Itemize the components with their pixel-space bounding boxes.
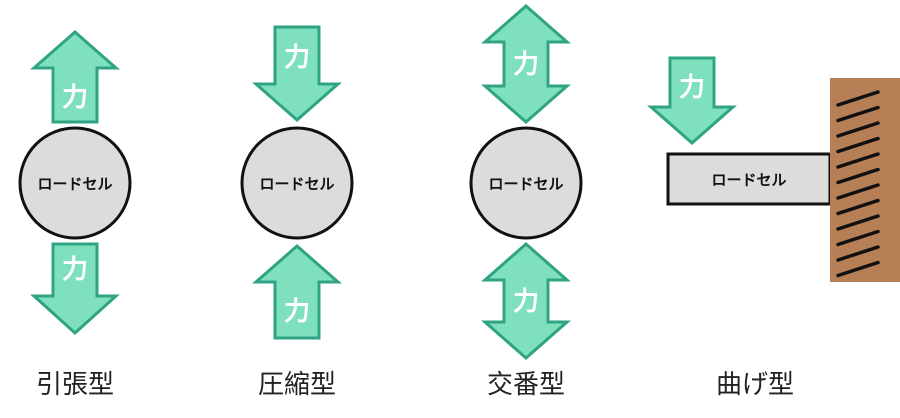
hatch-line	[836, 167, 880, 185]
hatch-line	[836, 198, 880, 216]
loadcell-label: ロードセル	[488, 175, 563, 193]
hatch-line	[836, 121, 880, 138]
hatch-line	[836, 245, 880, 262]
force-label: 力	[513, 50, 539, 80]
wall-hatching	[836, 90, 880, 278]
caption-compression: 圧縮型	[258, 370, 336, 400]
force-arrow-up-top: 力	[30, 30, 120, 124]
hatch-line	[836, 229, 880, 247]
caption-bending: 曲げ型	[716, 370, 794, 400]
caption-alternating: 交番型	[487, 370, 565, 400]
hatch-line	[836, 183, 880, 200]
panel-compression: 力 ロードセル 力	[240, 25, 354, 340]
force-arrow-down-top: 力	[252, 25, 342, 122]
force-label: 力	[284, 297, 310, 327]
loadcell-label: ロードセル	[711, 171, 786, 189]
hatch-line	[836, 152, 880, 169]
panel-alternating: 力 ロードセル 力	[469, 4, 583, 360]
hatch-line	[836, 90, 880, 107]
loadcell-circle	[18, 126, 132, 240]
hatch-line	[836, 214, 880, 231]
force-arrow-up-bottom: 力	[252, 244, 342, 340]
loadcell-label: ロードセル	[37, 175, 112, 193]
loadcell-circle	[469, 126, 583, 240]
force-label: 力	[62, 83, 88, 113]
hatch-line	[836, 136, 880, 154]
force-arrow-double-top: 力	[481, 4, 571, 124]
force-label: 力	[284, 43, 310, 73]
hatch-line	[836, 105, 880, 123]
force-label: 力	[62, 255, 88, 285]
force-arrow-double-bottom: 力	[481, 242, 571, 360]
loadcell-circle	[240, 126, 354, 240]
loadcell-label: ロードセル	[259, 175, 334, 193]
loadcell-beam	[666, 152, 832, 206]
panel-tension: 力 ロードセル 力	[18, 30, 132, 336]
force-arrow-down-bottom: 力	[30, 242, 120, 336]
caption-tension: 引張型	[36, 370, 114, 400]
force-label: 力	[679, 73, 705, 103]
force-arrow-down-beam: 力	[647, 56, 737, 145]
hatch-line	[836, 260, 880, 278]
panel-bending: 力 ロードセル	[647, 56, 900, 282]
force-label: 力	[513, 287, 539, 317]
